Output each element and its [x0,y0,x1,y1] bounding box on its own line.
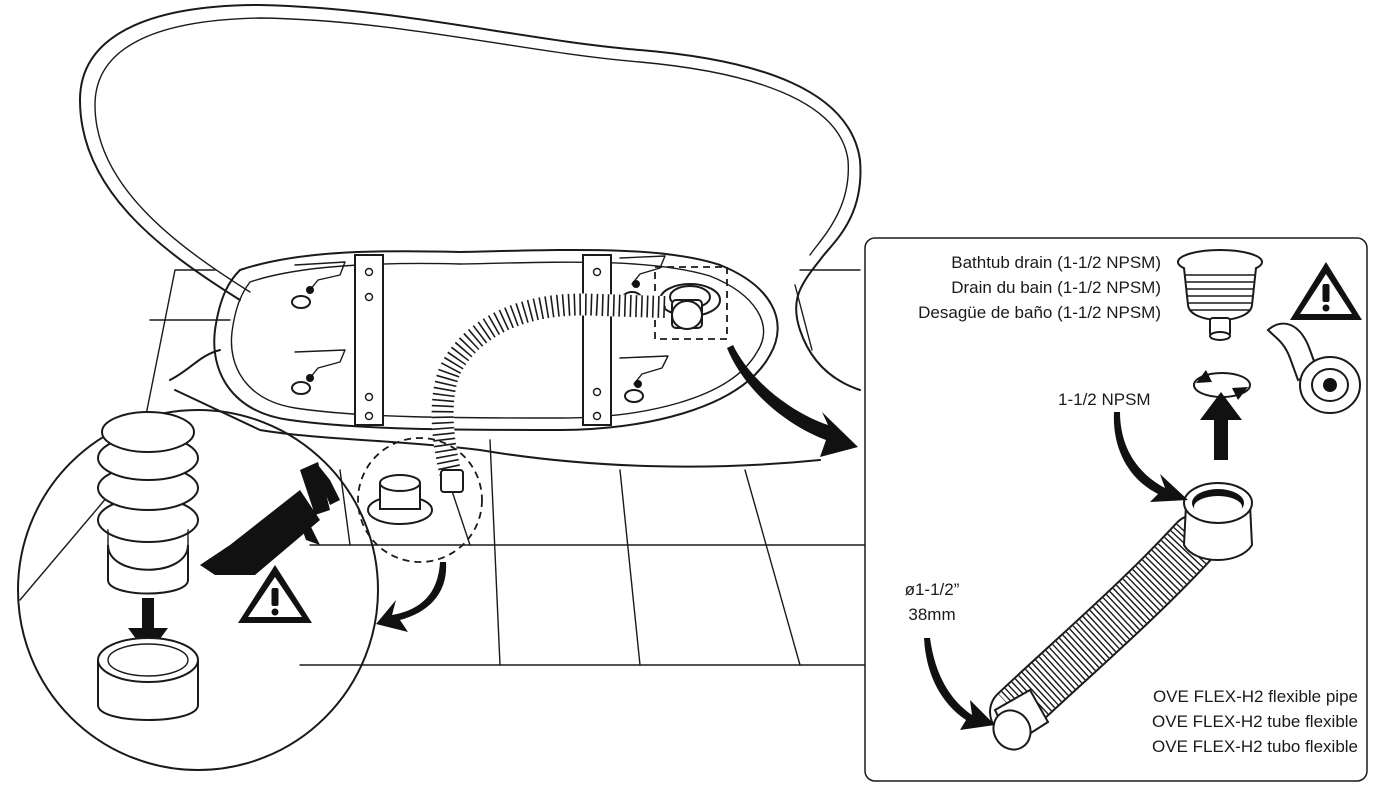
tub-underside [213,248,779,431]
tub-foot [291,261,346,309]
pipe-diameter-label: ø1-1/2” [904,580,960,599]
tub-foot [619,355,669,403]
arrow-to-pipe-end [924,638,995,730]
up-arrow-icon [1200,392,1242,460]
arrow-to-detail-box [727,345,858,457]
floor-drain [357,437,483,563]
pipe-label-es: OVE FLEX-H2 tubo flexible [1152,737,1358,756]
warning-triangle-icon [1290,262,1362,320]
tub-foot [291,349,346,395]
drain-label-en: Bathtub drain (1-1/2 NPSM) [951,253,1161,272]
detail-panel [864,237,1368,782]
flexible-pipe-part [989,482,1254,751]
drain-label-fr: Drain du bain (1-1/2 NPSM) [951,278,1161,297]
sealant-gun-icon [200,462,340,575]
arrow-to-socket [1113,412,1188,502]
pipe-socket [97,637,199,721]
flexible-hose-installed [431,293,666,493]
warning-triangle-icon [238,565,312,623]
thread-label: 1-1/2 NPSM [1058,390,1151,409]
bathtub-outline [79,4,862,468]
tub-drain-fitting [659,283,721,330]
pipe-label-en: OVE FLEX-H2 flexible pipe [1152,687,1358,706]
fitting-rings [97,411,199,595]
pipe-label-fr: OVE FLEX-H2 tube flexible [1152,712,1358,731]
drain-label-es: Desagüe de baño (1-1/2 NPSM) [918,303,1161,322]
arrow-to-detail-circle [376,562,447,632]
bathtub-drain-part [1177,249,1263,341]
teflon-tape-icon [1266,322,1361,414]
sealant-detail-circle [17,409,379,771]
pipe-diameter-mm-label: 38mm [908,605,956,624]
